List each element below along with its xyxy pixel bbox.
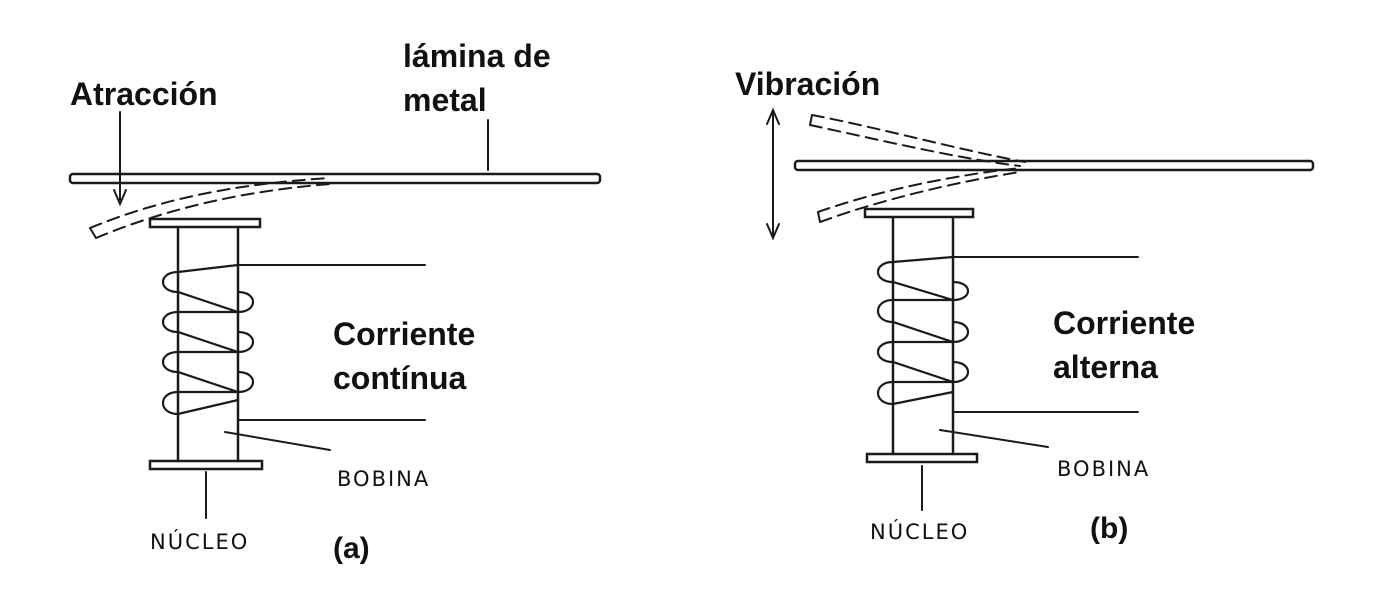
metal-plate-label-line2: metal xyxy=(403,82,487,118)
coil-label-b: BOBINA xyxy=(1057,457,1151,481)
alternating-current-label-line2: alterna xyxy=(1053,349,1158,385)
coil-a xyxy=(148,217,426,519)
bent-plate-down-dashed-b xyxy=(817,167,1021,223)
attraction-arrow xyxy=(113,111,127,207)
core-label-b: NÚCLEO xyxy=(870,520,970,544)
coil-pointer-b xyxy=(939,429,1049,448)
core-top-plate-a xyxy=(148,217,262,229)
diagram-b xyxy=(766,107,1315,511)
vibration-arrow xyxy=(766,107,780,241)
core-bottom-plate-b xyxy=(865,452,979,464)
coil-label-a: BOBINA xyxy=(337,467,431,491)
diagram-a xyxy=(68,111,602,519)
figure-tag-a: (a) xyxy=(333,532,370,565)
bent-plate-dashed-a xyxy=(89,177,331,239)
figure-tag-b: (b) xyxy=(1090,512,1129,545)
direct-current-label-line2: contínua xyxy=(333,360,467,396)
attraction-label: Atracción xyxy=(70,76,218,112)
core-bottom-plate-a xyxy=(148,459,264,471)
vibration-label: Vibración xyxy=(735,66,881,102)
metal-plate-b xyxy=(793,159,1315,172)
metal-plate-label-line1: lámina de xyxy=(403,38,551,74)
windings-a xyxy=(161,263,255,416)
direct-current-label-line1: Corriente xyxy=(333,316,476,352)
windings-b xyxy=(876,255,970,406)
bent-plate-up-dashed-b xyxy=(809,114,1026,167)
core-top-plate-b xyxy=(863,207,975,219)
core-label-a: NÚCLEO xyxy=(150,530,250,554)
alternating-current-label-line1: Corriente xyxy=(1053,305,1196,341)
coil-pointer-a xyxy=(224,431,331,451)
coil-b xyxy=(863,207,1139,511)
metal-plate-a xyxy=(68,172,602,185)
